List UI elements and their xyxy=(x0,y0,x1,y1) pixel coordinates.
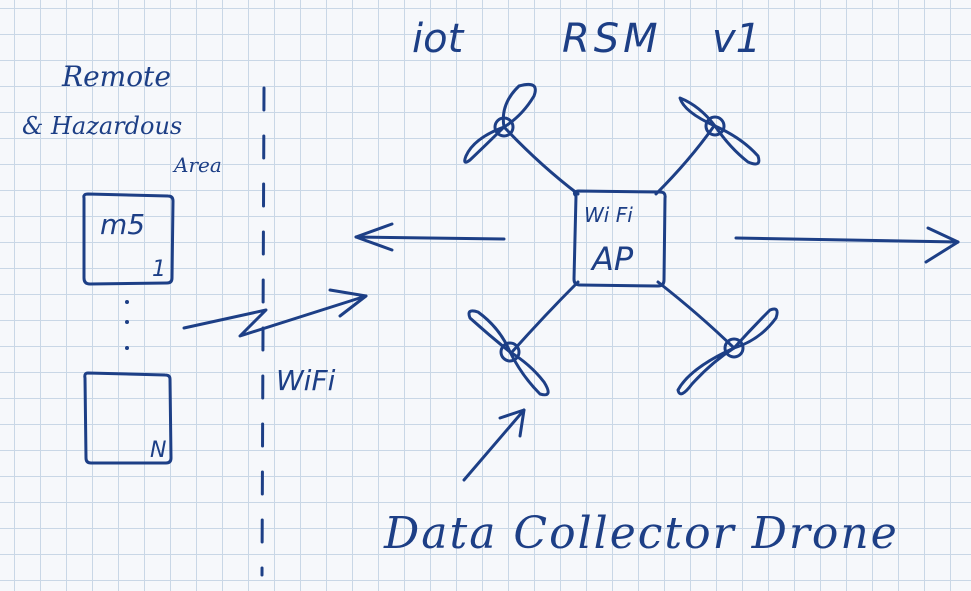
sensor-node-last-index: N xyxy=(150,438,166,463)
area-label-line2: & Hazardous xyxy=(22,112,182,140)
sensor-node-first-box xyxy=(82,192,175,286)
sensor-node-first-label: m5 xyxy=(100,208,145,241)
drone-caption: Data Collector Drone xyxy=(383,508,899,559)
drone-ap-label: AP xyxy=(590,240,634,278)
wifi-link-arrow xyxy=(182,288,368,338)
title-version: v1 xyxy=(712,16,761,62)
title-iot: iot xyxy=(412,16,465,62)
sensor-node-last: N xyxy=(83,371,173,465)
area-label-line3: Area xyxy=(172,153,222,177)
drone-wifi-label: Wi Fi xyxy=(584,203,633,227)
title-rsm: RSM xyxy=(562,16,662,62)
wifi-link-label: WiFi xyxy=(276,364,336,397)
sensor-node-last-box xyxy=(83,371,173,465)
sensor-node-first-index: 1 xyxy=(152,257,166,282)
drone-body xyxy=(572,189,667,288)
rotor-top-left xyxy=(463,82,537,164)
drone-arm-bottom-right xyxy=(656,280,736,350)
drone-arm-top-left xyxy=(503,126,580,196)
area-label: Remote & Hazardous Area xyxy=(22,60,222,177)
node-ellipsis xyxy=(125,300,129,350)
caption-pointer-arrow xyxy=(462,408,526,482)
area-boundary-line xyxy=(260,86,266,577)
drone-left-arrow xyxy=(354,222,506,252)
diagram-title: iot RSM v1 xyxy=(412,16,761,62)
drone: Wi Fi AP xyxy=(463,82,779,397)
area-label-line1: Remote xyxy=(61,60,171,93)
wifi-link-path xyxy=(182,294,368,338)
sensor-node-first: m5 1 xyxy=(82,192,175,286)
rotor-bottom-left xyxy=(467,309,550,397)
drone-right-arrow xyxy=(734,226,960,264)
drone-arm-bottom-left xyxy=(510,280,580,354)
wifi-link-arrowhead xyxy=(328,288,368,318)
drone-arm-top-right xyxy=(654,124,716,196)
rotor-top-right xyxy=(678,96,761,166)
rotor-bottom-right xyxy=(676,307,779,396)
